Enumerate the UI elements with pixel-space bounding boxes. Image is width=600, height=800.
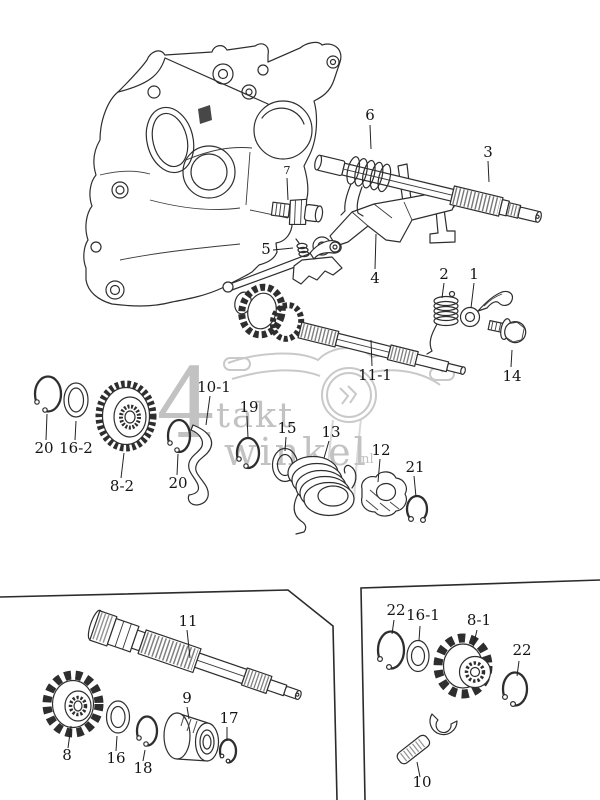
part-16-washer xyxy=(105,700,131,734)
label-part-15: 15 xyxy=(277,419,296,437)
part-9-collar xyxy=(163,712,220,762)
part-18-circlip xyxy=(135,715,159,748)
part-17-circlip xyxy=(218,738,238,765)
label-part-12: 12 xyxy=(371,441,390,459)
label-part-19: 19 xyxy=(239,398,258,416)
label-part-11-1: 11-1 xyxy=(358,366,392,384)
part-16-1-washer xyxy=(406,639,430,673)
part-11-mainshaft xyxy=(87,609,302,701)
label-part-8-1: 8-1 xyxy=(467,611,491,629)
part-22-circlip-b xyxy=(501,671,529,708)
part-10-kick-arm xyxy=(396,713,458,765)
label-part-21: 21 xyxy=(405,458,424,476)
label-part-11: 11 xyxy=(178,612,197,630)
watermark-tld: .nl xyxy=(357,452,374,467)
watermark-takt: takt xyxy=(216,396,294,436)
part-3-shaft xyxy=(314,154,542,223)
label-part-8: 8 xyxy=(62,746,72,764)
part-number-labels: 6 3 7 5 4 2 1 14 11-1 20 16-2 8-2 20 10-… xyxy=(34,106,531,791)
part-21-clip xyxy=(405,494,429,524)
label-part-8-2: 8-2 xyxy=(110,477,134,495)
label-part-4: 4 xyxy=(370,269,380,287)
bottom-left-panel-border xyxy=(0,589,338,800)
part-20-circlip-b xyxy=(166,418,192,454)
label-part-10: 10 xyxy=(412,773,431,791)
part-5-screw xyxy=(295,238,310,258)
label-part-2: 2 xyxy=(439,265,449,283)
label-part-22-a: 22 xyxy=(386,601,405,619)
leader-lines xyxy=(45,124,520,778)
label-part-9: 9 xyxy=(182,689,192,707)
label-part-18: 18 xyxy=(133,759,152,777)
case-notch xyxy=(198,105,212,124)
label-part-16-1: 16-1 xyxy=(406,606,440,624)
part-1-stopper-arm xyxy=(459,290,514,328)
part-8-2-gear xyxy=(95,380,157,452)
part-8-1-gear xyxy=(433,633,493,699)
label-part-14: 14 xyxy=(502,367,521,385)
part-11-1-countershaft xyxy=(234,283,466,375)
label-part-16-2: 16-2 xyxy=(59,439,93,457)
part-6-spring xyxy=(340,156,392,217)
label-part-3: 3 xyxy=(483,143,493,161)
part-8-gear xyxy=(42,670,104,738)
label-part-6: 6 xyxy=(365,106,375,124)
label-part-13: 13 xyxy=(321,423,340,441)
label-part-10-1: 10-1 xyxy=(197,378,231,396)
bottom-right-panel-border xyxy=(360,579,600,800)
part-20-circlip-a xyxy=(33,375,63,414)
part-2-spring xyxy=(426,290,459,355)
part-22-circlip-a xyxy=(376,630,406,671)
part-12-cam xyxy=(361,471,408,517)
label-part-5: 5 xyxy=(261,240,271,258)
label-part-20-a: 20 xyxy=(34,439,53,457)
part-13-spring xyxy=(287,455,357,535)
label-part-16: 16 xyxy=(106,749,125,767)
label-part-7: 7 xyxy=(284,164,291,177)
part-14-bolt xyxy=(487,318,527,344)
label-part-22-b: 22 xyxy=(512,641,531,659)
label-part-20-b: 20 xyxy=(168,474,187,492)
label-part-1: 1 xyxy=(469,265,479,283)
part-16-2-washer xyxy=(63,382,89,418)
label-part-17: 17 xyxy=(219,709,238,727)
part-10-1-shift-guide xyxy=(187,424,213,506)
part-7-bolt xyxy=(270,198,324,226)
